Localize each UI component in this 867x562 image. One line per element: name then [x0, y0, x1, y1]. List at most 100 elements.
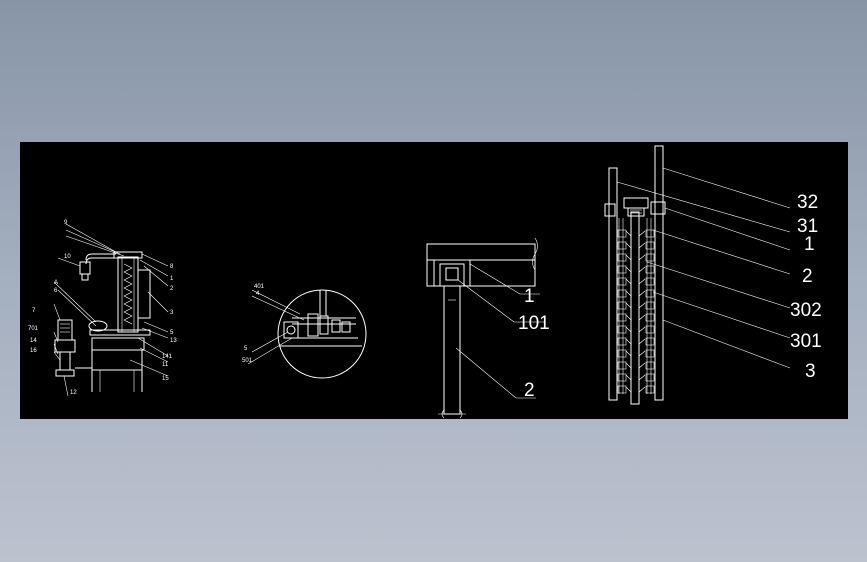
- chain-link-right: [645, 277, 655, 286]
- chain-connector: [625, 338, 632, 345]
- chain-link-left: [617, 265, 627, 274]
- view2-detail-circle: 401 4 5 501: [242, 284, 367, 379]
- chain-connector: [625, 254, 632, 261]
- chain-connector: [638, 338, 646, 345]
- chain-link-right: [645, 289, 655, 298]
- chain-link-left: [617, 241, 627, 250]
- view4-vertical-assembly: 32 31 1 2 302 301 3: [604, 145, 822, 405]
- chain-connector: [625, 314, 632, 321]
- view4-label: 1: [804, 234, 815, 255]
- post: [443, 285, 461, 415]
- view1-leaders: [53, 223, 169, 397]
- chain-link-right: [645, 241, 655, 250]
- chain-connector: [625, 326, 632, 333]
- top-cap: [113, 251, 143, 259]
- chain-connector: [625, 386, 632, 393]
- chain-link-right: [645, 313, 655, 322]
- base-platform: [89, 329, 151, 336]
- right-pipe: [654, 145, 664, 401]
- top-pipe: [85, 253, 116, 265]
- view3-label: 1: [524, 286, 535, 307]
- chain-link-right: [645, 385, 655, 394]
- view3-label: 2: [524, 380, 535, 401]
- view4-label: 31: [797, 216, 818, 237]
- chain-connector: [625, 302, 632, 309]
- chain-connector: [638, 254, 646, 261]
- view1-label: 6: [54, 288, 58, 294]
- view4-label: 301: [790, 331, 822, 352]
- detail-circle: [277, 289, 367, 379]
- chain-link-left: [617, 229, 627, 238]
- chain-link-right: [645, 337, 655, 346]
- view2-label: 501: [242, 358, 253, 364]
- side-box: [137, 269, 151, 319]
- chain-links: [617, 229, 655, 394]
- chain-connector: [638, 266, 646, 273]
- chain-link-left: [617, 313, 627, 322]
- view3-leaders: [455, 263, 544, 399]
- view1-label: 14: [30, 338, 37, 344]
- view3-label: 101: [518, 313, 550, 334]
- view1-label: 13: [170, 338, 177, 344]
- cad-drawing-canvas: 9 8 1 2 3 5 13 141 11 15 12 10 7 701 14 …: [20, 142, 848, 419]
- view1-label: 9: [64, 220, 68, 226]
- chain-connector: [638, 386, 646, 393]
- view2-label: 5: [244, 346, 248, 352]
- view4-leaders: [616, 167, 791, 369]
- chain-link-left: [617, 385, 627, 394]
- view1-machine-elevation: 9 8 1 2 3 5 13 141 11 15 12 10 7 701 14 …: [28, 220, 177, 397]
- view1-label: 5: [170, 330, 174, 336]
- chain-connector: [625, 230, 632, 237]
- view4-label: 3: [805, 361, 816, 382]
- chain-link-left: [617, 253, 627, 262]
- chain-connector: [638, 374, 646, 381]
- view4-label: 32: [797, 192, 818, 213]
- left-pipe: [608, 167, 618, 401]
- view1-label: 7: [32, 308, 36, 314]
- chain-connector: [625, 242, 632, 249]
- chain-link-right: [645, 349, 655, 358]
- chain-connector: [638, 302, 646, 309]
- chain-connector: [625, 350, 632, 357]
- chain-connector: [638, 350, 646, 357]
- view1-label: 15: [162, 376, 169, 382]
- chain-link-right: [645, 373, 655, 382]
- chain-link-left: [617, 325, 627, 334]
- chain-link-left: [617, 349, 627, 358]
- chain-connector: [625, 290, 632, 297]
- pulley: [88, 320, 108, 332]
- beam: [426, 243, 536, 287]
- column-housing: [117, 256, 139, 333]
- chain-link-right: [645, 265, 655, 274]
- spring: [123, 263, 133, 325]
- chain-connector: [638, 290, 646, 297]
- chain-connector: [638, 230, 646, 237]
- top-head: [623, 197, 649, 209]
- view1-label: 1: [170, 276, 174, 282]
- view3-beam-post: 1 101 2: [426, 237, 550, 419]
- chain-link-left: [617, 277, 627, 286]
- chain-link-left: [617, 373, 627, 382]
- chain-link-right: [645, 301, 655, 310]
- view1-label: 8: [170, 264, 174, 270]
- chain-connector: [625, 266, 632, 273]
- cad-drawing: 9 8 1 2 3 5 13 141 11 15 12 10 7 701 14 …: [28, 145, 822, 419]
- chain-connector: [638, 314, 646, 321]
- chain-connector: [638, 362, 646, 369]
- motor: [57, 319, 73, 341]
- chain-link-left: [617, 337, 627, 346]
- chain-connector: [625, 374, 632, 381]
- view1-label: A: [54, 280, 58, 286]
- chain-link-right: [645, 325, 655, 334]
- chain-link-left: [617, 289, 627, 298]
- chain-link-right: [645, 361, 655, 370]
- lower-frame: [91, 337, 145, 351]
- view2-leaders: [247, 289, 305, 365]
- chain-connector: [638, 278, 646, 285]
- view2-label: 4: [256, 291, 260, 297]
- view1-label: 701: [28, 326, 39, 332]
- chain-link-right: [645, 253, 655, 262]
- chain-link-right: [645, 229, 655, 238]
- view1-label: 2: [170, 286, 174, 292]
- central-shaft: [630, 211, 640, 405]
